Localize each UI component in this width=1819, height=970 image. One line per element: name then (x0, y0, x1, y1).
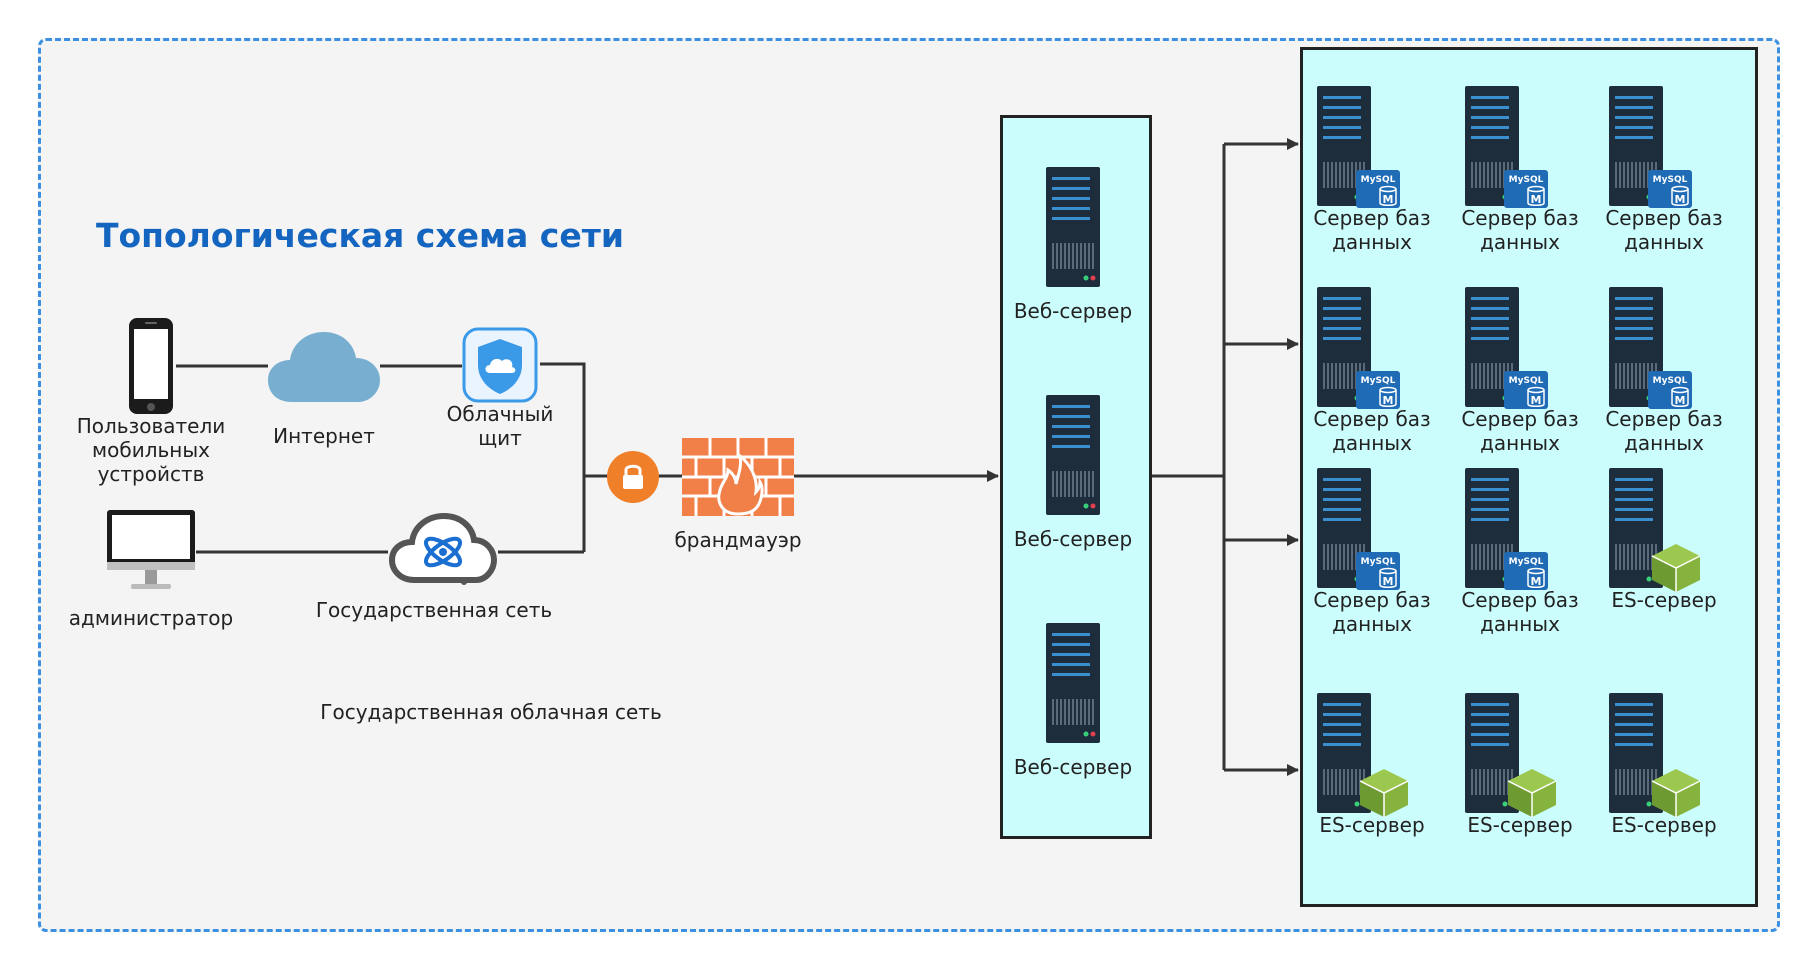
label-database-server: Сервер баз данных (1313, 206, 1431, 254)
label-database-server: Сервер баз данных (1605, 407, 1723, 455)
label-firewall: брандмауэр (674, 528, 802, 552)
web-server-2-icon (1046, 395, 1100, 515)
database-server-icon: MySQL M (1465, 468, 1548, 590)
label-gov-cloud-network: Государственная облачная сеть (320, 700, 662, 724)
label-internet: Интернет (273, 424, 375, 448)
es-server-icon (1609, 468, 1701, 592)
es-server-icon (1609, 693, 1701, 817)
label-es-server: ES-сервер (1611, 813, 1717, 837)
svg-text:M: M (1675, 193, 1686, 206)
svg-text:MySQL: MySQL (1509, 175, 1544, 185)
mobile-phone-icon (129, 318, 173, 414)
svg-text:MySQL: MySQL (1653, 175, 1688, 185)
svg-text:MySQL: MySQL (1509, 557, 1544, 567)
svg-text:MySQL: MySQL (1361, 557, 1396, 567)
web-server-3-icon (1046, 623, 1100, 743)
svg-text:MySQL: MySQL (1361, 376, 1396, 386)
label-database-server: Сервер баз данных (1461, 407, 1579, 455)
line-web-backend (1152, 144, 1226, 478)
label-admin: администратор (68, 606, 234, 630)
es-server-icon (1317, 693, 1409, 817)
cloud-shield-icon (462, 327, 538, 403)
svg-text:M: M (1383, 394, 1394, 407)
database-server-icon: MySQL M (1465, 287, 1548, 409)
admin-monitor-icon (107, 510, 195, 589)
label-database-server: Сервер баз данных (1461, 206, 1579, 254)
gov-network-cloud-icon (388, 512, 498, 585)
label-gov-network: Государственная сеть (315, 598, 553, 622)
database-server-icon: MySQL M (1465, 86, 1548, 208)
label-database-server: Сервер баз данных (1461, 588, 1579, 636)
line-shield-junction (540, 362, 586, 552)
svg-text:M: M (1383, 193, 1394, 206)
database-server-icon: MySQL M (1317, 86, 1400, 208)
svg-text:M: M (1675, 394, 1686, 407)
es-server-icon (1465, 693, 1557, 817)
database-server-icon: MySQL M (1317, 287, 1400, 409)
label-es-server: ES-сервер (1319, 813, 1425, 837)
svg-text:MySQL: MySQL (1361, 175, 1396, 185)
web-server-1-icon (1046, 167, 1100, 287)
database-server-icon: MySQL M (1609, 86, 1692, 208)
svg-text:M: M (1531, 575, 1542, 588)
firewall-icon (682, 438, 794, 516)
label-database-server: Сервер баз данных (1605, 206, 1723, 254)
label-es-server: ES-сервер (1467, 813, 1573, 837)
label-mobile-users: Пользователи мобильных устройств (76, 414, 226, 486)
svg-text:M: M (1531, 394, 1542, 407)
label-cloud-shield: Облачный щит (446, 402, 554, 450)
internet-cloud-icon (268, 332, 380, 402)
svg-text:M: M (1383, 575, 1394, 588)
database-server-icon: MySQL M (1317, 468, 1400, 590)
label-database-server: Сервер баз данных (1313, 407, 1431, 455)
svg-text:MySQL: MySQL (1653, 376, 1688, 386)
label-web-server-2: Веб-сервер (1013, 527, 1133, 551)
diagram-title: Топологическая схема сети (96, 216, 624, 255)
label-database-server: Сервер баз данных (1313, 588, 1431, 636)
svg-text:M: M (1531, 193, 1542, 206)
label-es-server: ES-сервер (1611, 588, 1717, 612)
lock-icon (607, 451, 659, 503)
svg-text:MySQL: MySQL (1509, 376, 1544, 386)
database-server-icon: MySQL M (1609, 287, 1692, 409)
label-web-server-3: Веб-сервер (1013, 755, 1133, 779)
label-web-server-1: Веб-сервер (1013, 299, 1133, 323)
